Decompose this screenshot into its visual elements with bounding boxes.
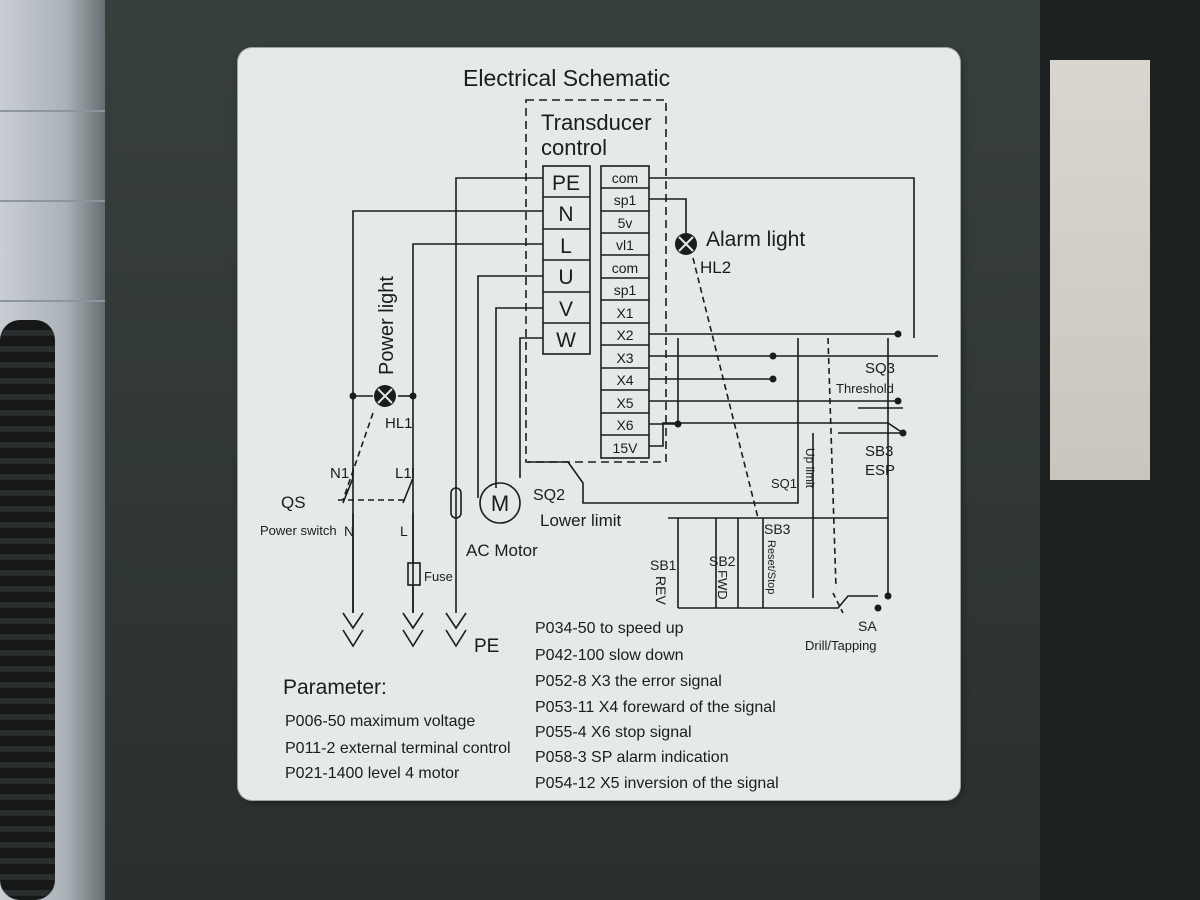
alarm-light-icon — [675, 233, 697, 255]
terminal-w: W — [556, 329, 576, 352]
param-left-1: P006-50 maximum voltage — [285, 713, 476, 730]
terminal-sp1-1: sp1 — [614, 192, 637, 208]
terminal-sp1-2: sp1 — [614, 282, 637, 298]
sb1-label: SB1 — [650, 557, 677, 573]
sb2-label: SB2 — [709, 553, 736, 569]
param-right-7: P054-12 X5 inversion of the signal — [535, 775, 779, 792]
terminal-x1: X1 — [616, 305, 633, 321]
right-terminal-block — [600, 165, 650, 459]
diagram-title: Electrical Schematic — [463, 65, 670, 91]
fuse-label: Fuse — [424, 569, 453, 584]
power-light-label: Power light — [376, 276, 398, 375]
parameter-heading: Parameter: — [283, 676, 387, 699]
sb3-esp-label: SB3 — [865, 443, 893, 460]
terminal-pe: PE — [552, 172, 580, 195]
ac-motor-label: AC Motor — [466, 541, 538, 560]
motor-symbol: M — [491, 491, 509, 516]
alarm-light-label: Alarm light — [706, 228, 805, 251]
column-panel — [1050, 60, 1150, 480]
n1-label: N1 — [330, 465, 349, 482]
sq1-label: SQ1 — [771, 476, 797, 491]
sq3-label: SQ3 — [865, 360, 895, 377]
transducer-box — [525, 99, 667, 463]
pe-label: PE — [474, 636, 499, 657]
threshold-label: Threshold — [836, 381, 894, 396]
sa-label: SA — [858, 618, 877, 634]
lower-limit-label: Lower limit — [540, 511, 622, 530]
wall-slat — [0, 300, 110, 302]
qs-label: QS — [281, 493, 306, 512]
wall-slat — [0, 110, 110, 112]
terminal-x3: X3 — [616, 350, 633, 366]
param-left-2: P011-2 external terminal control — [285, 740, 511, 757]
ground-icon — [342, 612, 467, 648]
drill-tapping-label: Drill/Tapping — [805, 638, 877, 653]
terminal-5v: 5v — [618, 215, 633, 231]
schematic-label: Electrical Schematic Transducer control … — [238, 48, 960, 800]
hl1-label: HL1 — [385, 415, 413, 432]
wall-slat — [0, 200, 110, 202]
l1-label: L1 — [395, 465, 412, 482]
terminal-x5: X5 — [616, 395, 633, 411]
param-left-3: P021-1400 level 4 motor — [285, 765, 460, 782]
terminal-com-2: com — [612, 260, 638, 276]
reset-stop-label: Reset/Stop — [765, 540, 777, 594]
terminal-vl1: vl1 — [616, 237, 634, 253]
terminal-15v: 15V — [613, 440, 639, 456]
terminal-u: U — [558, 266, 573, 289]
schematic-diagram: Electrical Schematic Transducer control … — [260, 65, 938, 657]
sb3-reset-label: SB3 — [764, 521, 791, 537]
power-switch-label: Power switch — [260, 523, 337, 538]
param-right-2: P042-100 slow down — [535, 647, 684, 664]
param-right-4: P053-11 X4 foreward of the signal — [535, 699, 776, 716]
transducer-title-line2: control — [541, 135, 607, 160]
param-right-1: P034-50 to speed up — [535, 620, 684, 637]
param-right-5: P055-4 X6 stop signal — [535, 724, 692, 741]
terminal-l: L — [560, 235, 572, 258]
transducer-title-line1: Transducer — [541, 110, 651, 135]
power-light-icon — [374, 385, 396, 407]
n-label: N — [344, 523, 354, 539]
hl2-label: HL2 — [700, 258, 731, 277]
l-label: L — [400, 523, 408, 539]
terminal-com-1: com — [612, 170, 638, 186]
esp-label: ESP — [865, 462, 895, 479]
sq2-label: SQ2 — [533, 487, 565, 504]
up-limit-label: Up limit — [803, 448, 817, 489]
flex-hose — [0, 320, 55, 900]
terminal-n: N — [558, 203, 573, 226]
rev-label: REV — [653, 576, 669, 605]
terminal-v: V — [559, 298, 573, 321]
terminal-x4: X4 — [616, 372, 633, 388]
fwd-label: FWD — [715, 570, 730, 600]
terminal-x6: X6 — [616, 417, 633, 433]
terminal-x2: X2 — [616, 327, 633, 343]
param-right-3: P052-8 X3 the error signal — [535, 673, 722, 690]
param-right-6: P058-3 SP alarm indication — [535, 749, 729, 766]
wire-junctions — [349, 330, 907, 612]
